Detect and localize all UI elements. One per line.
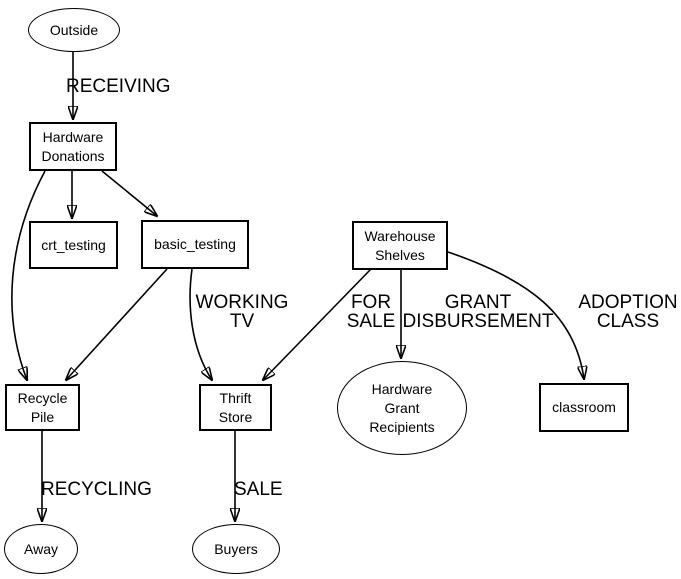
edge-label-for-sale: FOR SALE [346,292,396,332]
edge-warehouse-shelves-thrift-store [263,268,372,380]
node-warehouse-shelves: Warehouse Shelves [352,221,448,270]
node-away: Away [4,524,78,574]
node-outside: Outside [28,8,120,52]
node-hardware-grant-recipients: Hardware Grant Recipients [337,361,467,455]
edge-label-sale: SALE [234,479,283,500]
node-basic-testing: basic_testing [141,220,249,269]
node-thrift-store: Thrift Store [199,384,272,431]
edge-hardware-donations-basic-testing [101,170,157,216]
node-recycle-pile: Recycle Pile [5,384,80,431]
edge-label-grant-disbursement: GRANT DISBURSEMENT [402,292,554,332]
edge-basic-testing-recycle-pile [66,268,168,380]
edge-warehouse-shelves-classroom [447,251,584,379]
node-crt-testing: crt_testing [29,221,118,269]
edge-label-receiving: RECEIVING [66,76,171,97]
node-classroom: classroom [539,383,629,432]
edge-label-working-tv: WORKING TV [195,292,289,332]
edge-label-recycling: RECYCLING [41,479,152,500]
edge-basic-testing-thrift-store [189,268,212,380]
node-hardware-donations: Hardware Donations [29,122,117,171]
edge-label-adoption-class: ADOPTION CLASS [578,292,678,332]
edge-hardware-donations-recycle-pile [11,170,46,380]
node-buyers: Buyers [192,524,280,574]
